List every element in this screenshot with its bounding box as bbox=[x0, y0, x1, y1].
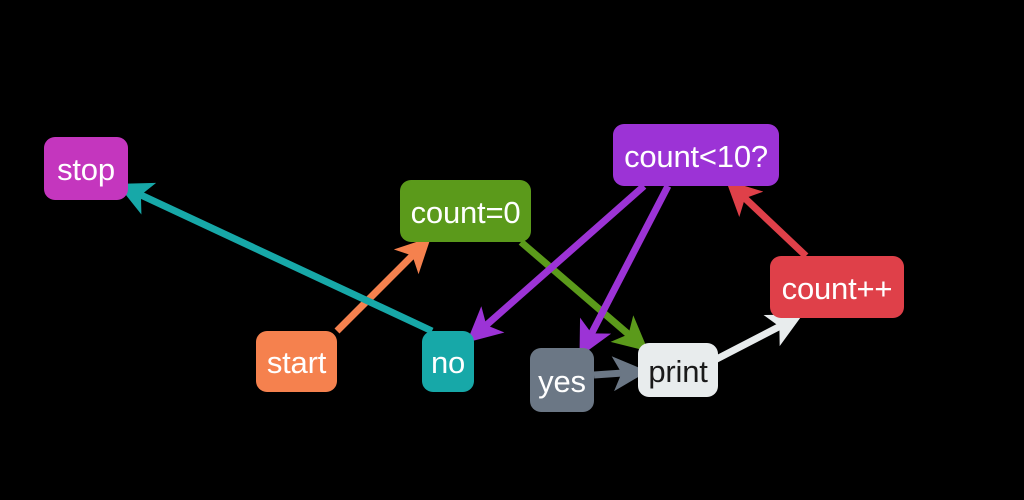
node-label-yes: yes bbox=[538, 363, 586, 399]
node-label-stop: stop bbox=[57, 152, 115, 187]
node-start[interactable]: start bbox=[256, 331, 337, 392]
edge-countpp-to-countlt10 bbox=[725, 180, 809, 259]
edge-no-to-stop bbox=[117, 182, 434, 335]
edge-countlt10-to-yes bbox=[579, 184, 672, 357]
node-label-countpp: count++ bbox=[781, 270, 893, 306]
node-no[interactable]: no bbox=[422, 331, 474, 392]
node-countpp[interactable]: count++ bbox=[770, 256, 904, 318]
node-label-start: start bbox=[266, 345, 327, 380]
node-countlt10[interactable]: count<10? bbox=[613, 124, 779, 186]
edge-yes-to-print bbox=[593, 356, 648, 392]
node-label-print: print bbox=[648, 353, 708, 389]
node-label-countlt10: count<10? bbox=[624, 138, 768, 174]
node-count0[interactable]: count=0 bbox=[400, 180, 531, 242]
node-stop[interactable]: stop bbox=[44, 137, 128, 200]
node-label-no: no bbox=[430, 345, 466, 380]
edge-start-to-count0 bbox=[334, 237, 431, 334]
edge-count0-to-print bbox=[518, 239, 649, 352]
node-print[interactable]: print bbox=[638, 343, 718, 397]
edge-print-to-countpp bbox=[707, 314, 803, 367]
node-yes[interactable]: yes bbox=[530, 348, 594, 412]
node-label-count0: count=0 bbox=[410, 194, 521, 230]
